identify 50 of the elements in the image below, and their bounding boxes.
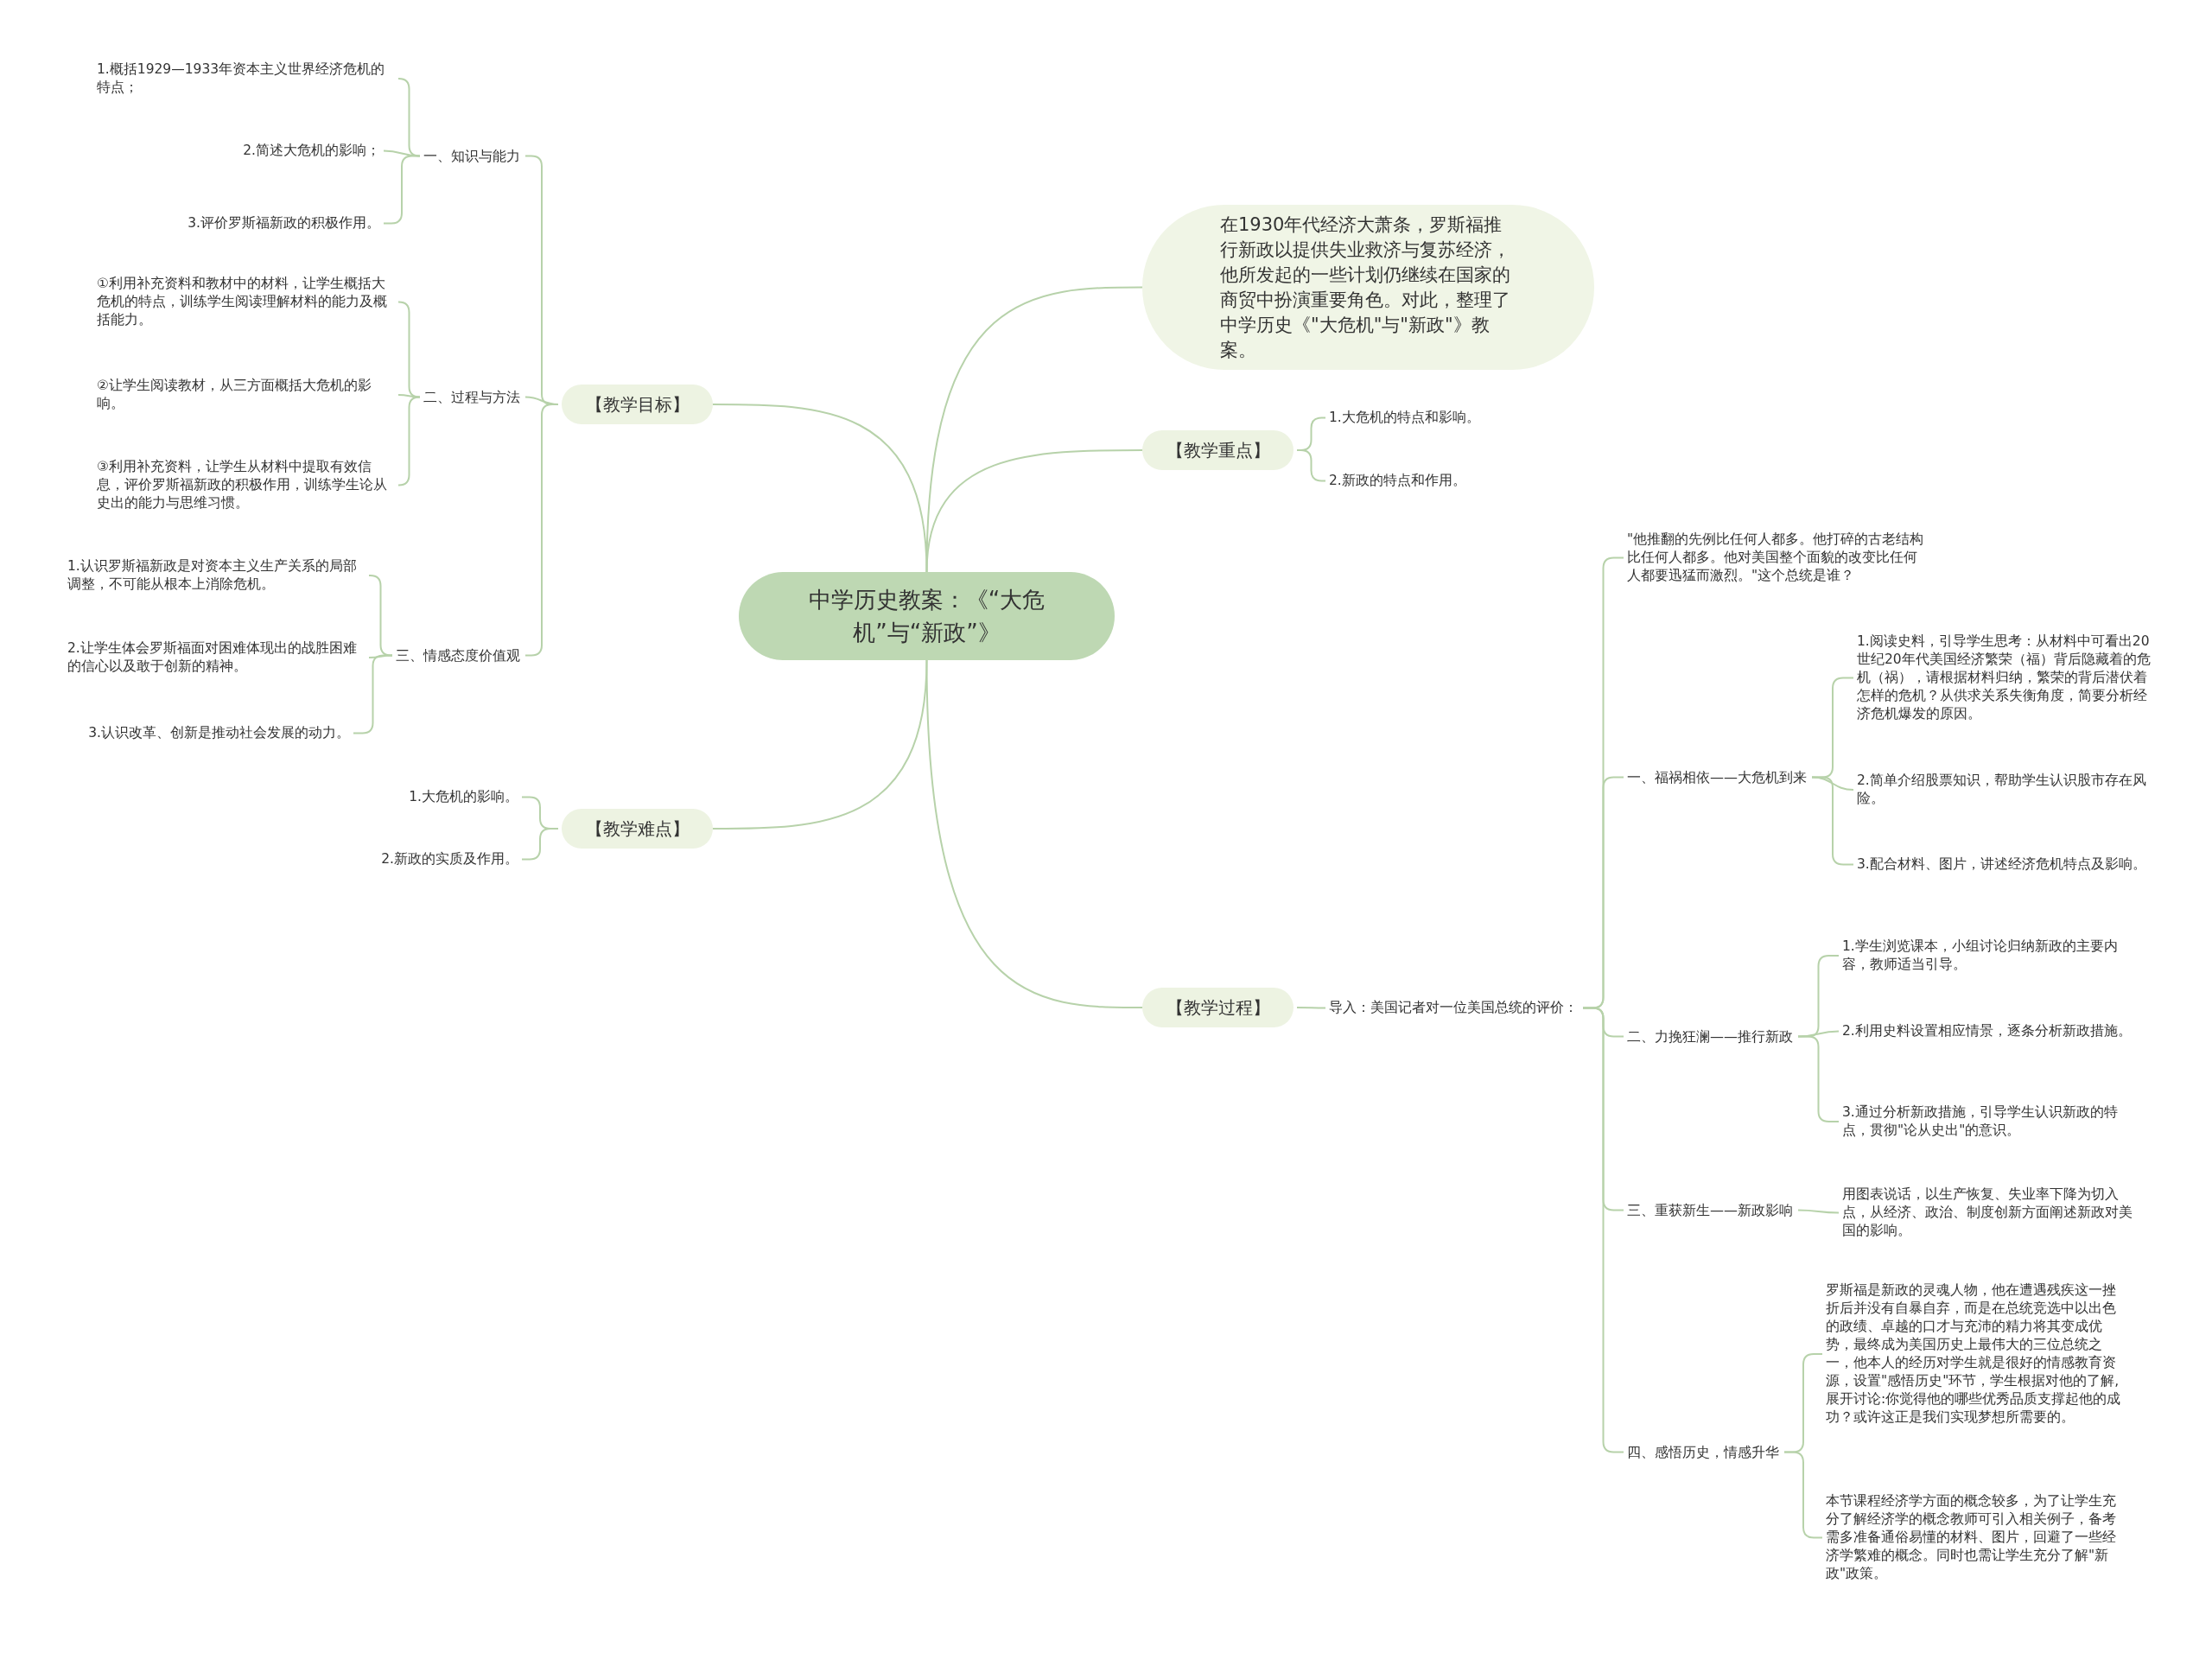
connector-line bbox=[397, 396, 421, 486]
item-text: 1.阅读史料，引导学生思考：从材料中可看出20世纪20年代美国经济繁荣（福）背后隐藏着的危机（祸），请根据材料归纳，繁荣的背后潜伏着怎样的危机？从供求关系失衡角度，简要分析经济危机爆发的原因。 bbox=[1857, 633, 2155, 723]
item-text: 3.认识改革、创新是推动社会发展的动力。 bbox=[86, 724, 350, 742]
connector-line bbox=[521, 828, 559, 861]
item-text: 1.大危机的特点和影响。 bbox=[1329, 409, 1482, 427]
item-text: 罗斯福是新政的灵魂人物，他在遭遇残疾这一挫折后并没有自暴自弃，而是在总统竞选中以出色的政绩、卓越的口才与充沛的精力将其变成优势，最终成为美国历史上最伟大的三位总统之一，他本人的经历对学生就是很好的情感教育资源，设置"感悟历史"环节，学生根据对他的了解,展开讨论:你觉得他的哪些优秀品质支撑起他的成功？或许这正是我们实现梦想所需要的。 bbox=[1826, 1281, 2124, 1427]
central-topic: 中学历史教案：《“大危机”与“新政”》 bbox=[739, 572, 1115, 660]
item-text: 2.利用史料设置相应情景，逐条分析新政措施。 bbox=[1842, 1022, 2133, 1040]
item-text: 导入：美国记者对一位美国总统的评价： bbox=[1329, 999, 1580, 1017]
item-text: 2.简单介绍股票知识，帮助学生认识股市存在风险。 bbox=[1857, 772, 2155, 808]
connector-line bbox=[368, 575, 393, 657]
item-text: 3.配合材料、图片，讲述经济危机特点及影响。 bbox=[1857, 855, 2148, 874]
item-text: 2.简述大危机的影响； bbox=[241, 142, 380, 160]
item-text: 本节课程经济学方面的概念较多，为了让学生充分了解经济学的概念教师可引入相关例子，备考需多准备通俗易懂的材料、图片，回避了一些经济学繁难的概念。同时也需让学生充分了解"新政"政策。 bbox=[1826, 1492, 2124, 1583]
item-text: 3.评价罗斯福新政的积极作用。 bbox=[186, 214, 380, 232]
connector-line bbox=[712, 659, 928, 830]
item-text: 1.概括1929—1933年资本主义世界经济危机的特点； bbox=[97, 60, 395, 97]
branch-pill: 【教学难点】 bbox=[562, 809, 713, 849]
connector-line bbox=[397, 394, 421, 398]
item-text: 用图表说话，以生产恢复、失业率下降为切入点，从经济、政治、制度创新方面阐述新政对美国的影响。 bbox=[1842, 1186, 2140, 1240]
connector-line bbox=[1296, 449, 1326, 482]
connector-line bbox=[1296, 1007, 1326, 1009]
summary-bubble: 在1930年代经济大萧条，罗斯福推行新政以提供失业救济与复苏经济，他所发起的一些计划仍继续在国家的商贸中扮演重要角色。对此，整理了中学历史《"大危机"与"新政"》教案。 bbox=[1142, 205, 1594, 370]
branch-pill: 【教学目标】 bbox=[562, 385, 713, 424]
item-text: 2.让学生体会罗斯福面对困难体现出的战胜困难的信心以及敢于创新的精神。 bbox=[67, 639, 365, 676]
branch-label: 三、重获新生——新政影响 bbox=[1627, 1201, 1795, 1219]
item-text: 1.认识罗斯福新政是对资本主义生产关系的局部调整，不可能从根本上消除危机。 bbox=[67, 557, 365, 594]
branch-label: 四、感悟历史，情感升华 bbox=[1627, 1443, 1781, 1461]
branch-pill: 【教学过程】 bbox=[1142, 988, 1294, 1027]
item-text: 3.通过分析新政措施，引导学生认识新政的特点，贯彻"论从史出"的意识。 bbox=[1842, 1103, 2140, 1140]
item-text: ②让学生阅读教材，从三方面概括大危机的影响。 bbox=[97, 377, 395, 413]
connector-line bbox=[925, 659, 1143, 1008]
branch-label: 三、情感态度价值观 bbox=[396, 646, 522, 664]
item-text: 2.新政的特点和作用。 bbox=[1329, 472, 1468, 490]
branch-label: 一、知识与能力 bbox=[423, 147, 522, 165]
connector-line bbox=[1797, 1030, 1840, 1038]
item-text: ①利用补充资料和教材中的材料，让学生概括大危机的特点，训练学生阅读理解材料的能力及概括能力。 bbox=[97, 275, 395, 329]
branch-label: 二、过程与方法 bbox=[423, 388, 522, 406]
item-text: "他推翻的先例比任何人都多。他打碎的古老结构比任何人都多。他对美国整个面貌的改变比任何人都要迅猛而激烈。"这个总统是谁？ bbox=[1627, 531, 1925, 585]
branch-pill: 【教学重点】 bbox=[1142, 430, 1294, 470]
item-text: 1.学生浏览课本，小组讨论归纳新政的主要内容，教师适当引导。 bbox=[1842, 938, 2140, 974]
connector-line bbox=[925, 449, 1143, 573]
item-text: 1.大危机的影响。 bbox=[407, 788, 518, 806]
connector-line bbox=[383, 149, 421, 157]
connector-line bbox=[1797, 1209, 1840, 1214]
item-text: ③利用补充资料，让学生从材料中提取有效信息，评价罗斯福新政的积极作用，训练学生论从史出的能力与思维习惯。 bbox=[97, 458, 395, 512]
branch-label: 二、力挽狂澜——推行新政 bbox=[1627, 1027, 1795, 1046]
connector-line bbox=[712, 404, 928, 573]
branch-label: 一、福祸相依——大危机到来 bbox=[1627, 768, 1808, 786]
item-text: 2.新政的实质及作用。 bbox=[379, 850, 518, 868]
